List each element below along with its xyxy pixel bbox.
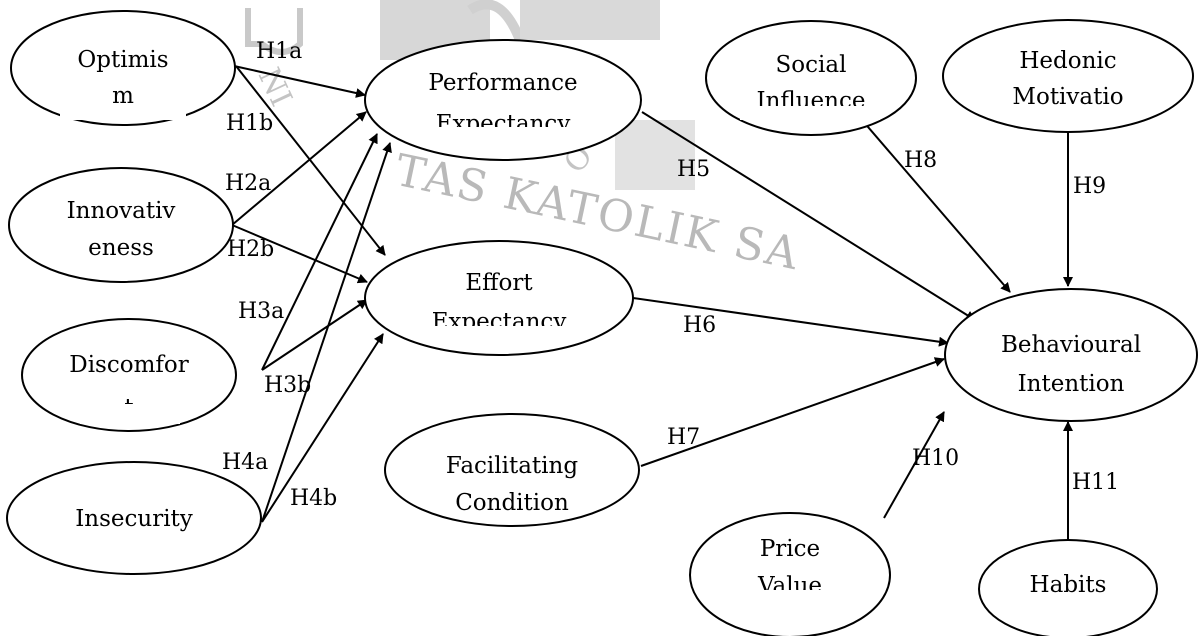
label-h5: H5 bbox=[677, 157, 710, 182]
node-price-value-line1: Price bbox=[760, 536, 820, 562]
edge-h4a bbox=[261, 142, 392, 523]
label-h4a: H4a bbox=[222, 450, 268, 475]
node-optimism: Optimis m bbox=[10, 10, 236, 126]
edge-h3a bbox=[261, 133, 378, 371]
node-innovativeness-line1: Innovativ bbox=[67, 198, 176, 224]
edges bbox=[231, 65, 1073, 556]
nodes: Optimis m Innovativ eness Discomfor t In… bbox=[6, 10, 1198, 636]
node-effort-expectancy: Effort Expectancy bbox=[364, 240, 634, 356]
node-facilitating-condition-line1: Facilitating bbox=[446, 453, 578, 479]
node-facilitating-condition: Facilitating Condition bbox=[384, 413, 640, 527]
edge-h5 bbox=[641, 111, 976, 321]
label-h2b: H2b bbox=[227, 237, 274, 262]
node-performance-expectancy-line1: Performance bbox=[428, 70, 577, 96]
node-hedonic-motivation: Hedonic Motivatio bbox=[942, 19, 1194, 133]
node-social-influence: Social Influence bbox=[705, 20, 917, 136]
edge-h6 bbox=[632, 297, 949, 347]
node-hedonic-motivation-line1: Hedonic bbox=[1019, 48, 1116, 74]
label-h9: H9 bbox=[1073, 174, 1106, 199]
watermark-fragment-left: NI bbox=[251, 63, 299, 112]
edge-h8 bbox=[861, 119, 1011, 293]
node-hedonic-motivation-line2: Motivatio bbox=[1012, 84, 1123, 110]
edge-h1b bbox=[235, 65, 386, 256]
label-h4b: H4b bbox=[290, 486, 337, 511]
node-behavioural-intention-line1: Behavioural bbox=[1001, 332, 1141, 358]
label-h6: H6 bbox=[683, 313, 716, 338]
node-facilitating-condition-line2: Condition bbox=[455, 490, 569, 516]
edge-labels: H1a H1b H2a H2b H3a H3b H4a H4b H5 H6 H7… bbox=[222, 39, 1119, 511]
edge-h4b bbox=[261, 333, 384, 523]
edge-h2b bbox=[231, 224, 368, 284]
label-h1b: H1b bbox=[226, 111, 273, 136]
label-h10: H10 bbox=[912, 446, 959, 471]
node-effort-expectancy-line1: Effort bbox=[465, 270, 533, 296]
node-behavioural-intention-line2: Intention bbox=[1018, 371, 1125, 397]
label-h3a: H3a bbox=[238, 299, 284, 324]
node-insecurity: Insecurity bbox=[6, 461, 262, 575]
edge-h1a bbox=[233, 65, 366, 98]
edge-h10 bbox=[883, 411, 945, 519]
node-habits: Habits bbox=[978, 539, 1158, 636]
label-h7: H7 bbox=[667, 425, 700, 450]
label-h1a: H1a bbox=[256, 39, 302, 64]
node-behavioural-intention: Behavioural Intention bbox=[944, 288, 1198, 422]
node-performance-expectancy: Performance Expectancy bbox=[364, 39, 642, 161]
node-social-influence-line1: Social bbox=[776, 52, 847, 78]
label-h8: H8 bbox=[904, 148, 937, 173]
node-price-value: Price Value bbox=[689, 512, 891, 636]
node-habits-line1: Habits bbox=[1030, 572, 1107, 598]
label-h11: H11 bbox=[1072, 470, 1119, 495]
node-innovativeness: Innovativ eness bbox=[8, 167, 234, 283]
label-h3b: H3b bbox=[264, 373, 311, 398]
edge-h3b bbox=[261, 299, 368, 371]
node-innovativeness-line2: eness bbox=[88, 235, 154, 261]
node-optimism-line1: Optimis bbox=[77, 47, 168, 73]
edge-h2a bbox=[231, 111, 367, 226]
node-discomfort: Discomfor t bbox=[21, 318, 237, 432]
node-discomfort-line1: Discomfor bbox=[69, 352, 189, 378]
edge-h7 bbox=[640, 357, 945, 467]
node-insecurity-line1: Insecurity bbox=[75, 506, 193, 532]
label-h2a: H2a bbox=[225, 171, 271, 196]
node-optimism-line2: m bbox=[112, 83, 134, 109]
